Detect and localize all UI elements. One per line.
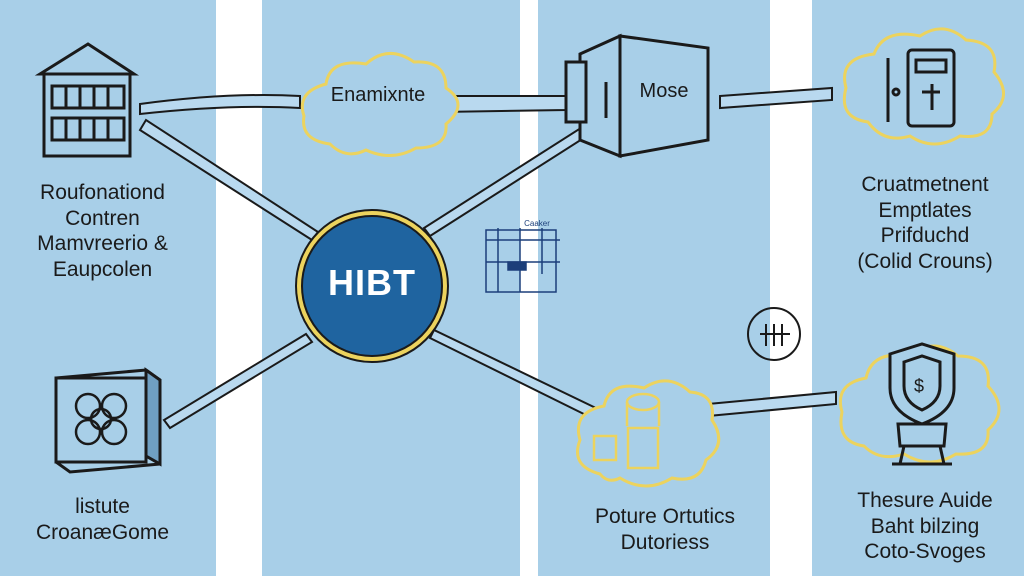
- connector-device-to-phone: [719, 86, 833, 110]
- right-line-3: Prifduchd: [880, 224, 970, 248]
- mini-grid-icon: [485, 228, 560, 293]
- right-line-2: Emptlates: [878, 198, 972, 222]
- bottom-right-description: Thesure Auide Baht bilzing Coto-Svoges: [830, 488, 1020, 565]
- svg-text:$: $: [914, 376, 924, 396]
- bottom-left-line-1: listute: [75, 495, 130, 518]
- right-line-4: (Colid Crouns): [857, 249, 993, 273]
- shield-icon: $: [888, 342, 956, 466]
- bottom-right-line-1: Thesure Auide: [857, 489, 993, 512]
- cloud-icon-top-right: [842, 27, 1005, 146]
- connector-building-to-cloud: [139, 94, 301, 116]
- bottom-center-line-1: Poture Ortutics: [594, 505, 736, 528]
- mini-grid-caption: Caaker: [524, 219, 550, 228]
- top-cloud-label: Enamixnte: [330, 84, 426, 106]
- bottom-center-line-2: Dutoriess: [620, 530, 710, 554]
- bottom-right-line-3: Coto-Svoges: [864, 540, 986, 564]
- connector-bottom-left: [162, 332, 314, 430]
- bottom-left-line-2: CroanæGome: [35, 520, 170, 544]
- building-icon: [34, 42, 140, 158]
- hub-node: [295, 209, 449, 363]
- storage-icon: [592, 392, 661, 470]
- right-line-1: Cruatmetnent: [861, 173, 989, 196]
- device-icon: [564, 33, 710, 159]
- counter-icon: [747, 307, 801, 361]
- phone-icon: [886, 48, 956, 128]
- cloud-icon-top: [300, 52, 460, 157]
- left-line-1: Roufonationd: [40, 181, 165, 204]
- hub-label: HIBT: [328, 262, 416, 303]
- left-line-2: Contren: [65, 206, 140, 230]
- left-description: Roufonationd Contren Mamvreerio & Eaupco…: [10, 180, 195, 282]
- top-device-label: Mose: [639, 80, 689, 102]
- network-box-icon: [54, 367, 162, 474]
- left-line-3: Mamvreerio &: [37, 232, 168, 256]
- bottom-left-description: listute CroanæGome: [10, 494, 195, 545]
- bottom-center-description: Poture Ortutics Dutoriess: [540, 504, 790, 555]
- right-description: Cruatmetnent Emptlates Prifduchd (Colid …: [830, 172, 1020, 274]
- left-line-4: Eaupcolen: [52, 257, 153, 281]
- bottom-right-line-2: Baht bilzing: [870, 514, 980, 538]
